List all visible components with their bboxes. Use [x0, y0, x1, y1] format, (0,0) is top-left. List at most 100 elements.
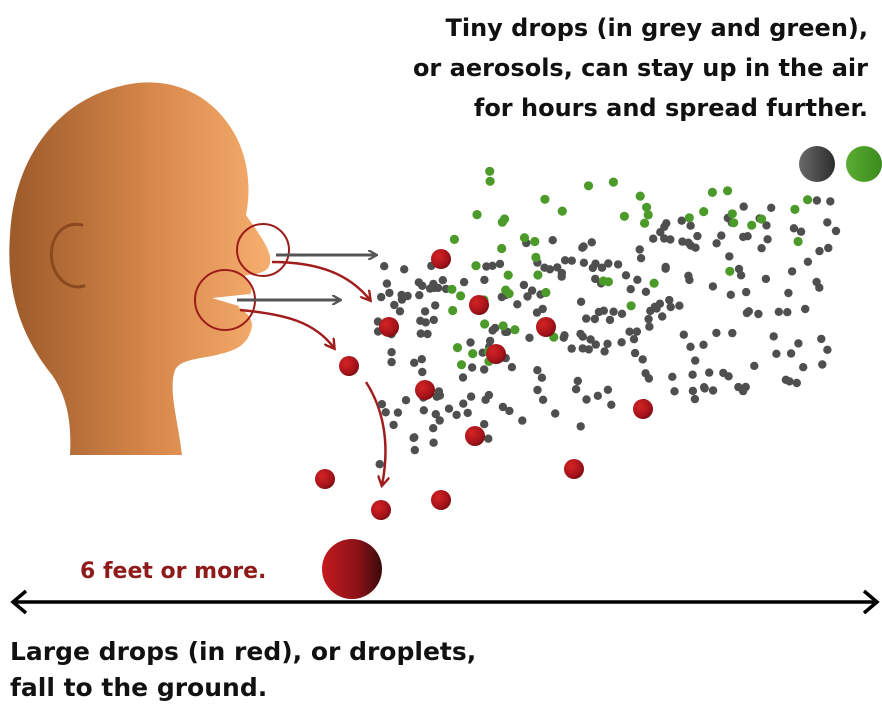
aerosol-dot-green	[790, 205, 799, 214]
aerosol-dot	[411, 446, 419, 454]
aerosol-dot	[418, 368, 426, 376]
aerosol-dot-green	[803, 195, 812, 204]
aerosol-dot	[484, 435, 492, 443]
aerosol-dot-green	[584, 181, 593, 190]
aerosol-dot	[763, 235, 771, 243]
aerosol-dot	[418, 355, 426, 363]
aerosol-dot	[817, 335, 825, 343]
large-droplet	[564, 459, 584, 479]
aerosol-dot	[435, 387, 443, 395]
large-droplet	[486, 344, 506, 364]
aerosol-dot	[572, 385, 580, 393]
aerosol-dot	[685, 276, 693, 284]
aerosol-caption-line-1: Tiny drops (in grey and green),	[308, 8, 868, 48]
aerosol-dot	[582, 314, 590, 322]
aerosol-dot-green	[472, 210, 481, 219]
aerosol-dot	[560, 331, 568, 339]
aerosol-dot	[742, 288, 750, 296]
aerosol-dot	[794, 339, 802, 347]
aerosol-dot	[823, 346, 831, 354]
aerosol-dot	[508, 363, 516, 371]
aerosol-dot	[378, 400, 386, 408]
aerosol-dot	[757, 244, 765, 252]
aerosol-dot	[459, 373, 467, 381]
aerosol-dot	[799, 363, 807, 371]
aerosol-dot	[717, 231, 725, 239]
aerosol-dot	[686, 222, 694, 230]
aerosol-dot	[549, 236, 557, 244]
aerosol-dot-green	[558, 207, 567, 216]
aerosol-dot-green	[456, 291, 465, 300]
droplet-arrow-1	[272, 262, 370, 300]
aerosol-dot-green	[599, 276, 608, 285]
aerosol-dot	[688, 371, 696, 379]
aerosol-dot	[420, 406, 428, 414]
aerosol-dot	[644, 315, 652, 323]
aerosol-dot	[639, 355, 647, 363]
aerosol-dot	[389, 421, 397, 429]
aerosol-dot-green	[636, 192, 645, 201]
aerosol-dot-green	[504, 271, 513, 280]
aerosol-dot	[691, 356, 699, 364]
aerosol-dot-green	[486, 177, 495, 186]
aerosol-dot	[409, 434, 417, 442]
aerosol-dot	[824, 244, 832, 252]
aerosol-dot	[804, 258, 812, 266]
aerosol-dot-green	[650, 279, 659, 288]
aerosol-dot	[625, 328, 633, 336]
aerosol-dot-green	[510, 325, 519, 334]
aerosol-dot	[429, 424, 437, 432]
aerosol-dot	[385, 289, 393, 297]
aerosol-caption-line-2: or aerosols, can stay up in the air	[308, 48, 868, 88]
aerosol-dot	[788, 267, 796, 275]
aerosol-dot	[429, 280, 437, 288]
aerosol-dot	[790, 224, 798, 232]
aerosol-dot	[649, 235, 657, 243]
aerosol-dot	[390, 301, 398, 309]
large-droplets	[315, 249, 653, 520]
aerosol-dot	[832, 227, 840, 235]
aerosol-dot	[496, 260, 504, 268]
aerosol-dot	[693, 232, 701, 240]
aerosol-dot	[637, 254, 645, 262]
aerosol-dot	[417, 329, 425, 337]
aerosol-dot-green	[530, 237, 539, 246]
aerosol-dot	[480, 276, 488, 284]
aerosol-dot	[520, 281, 528, 289]
aerosol-dot	[387, 348, 395, 356]
large-droplet	[379, 317, 399, 337]
aerosol-dot	[439, 276, 447, 284]
aerosol-dot-green	[485, 167, 494, 176]
large-droplet	[431, 490, 451, 510]
aerosol-dot	[539, 396, 547, 404]
aerosol-dot	[394, 408, 402, 416]
aerosol-dot	[468, 363, 476, 371]
aerosol-dot	[589, 264, 597, 272]
aerosol-dot	[528, 286, 536, 294]
aerosol-dot	[691, 395, 699, 403]
aerosol-dot	[418, 282, 426, 290]
aerosol-dot	[600, 307, 608, 315]
aerosol-dot	[383, 279, 391, 287]
aerosol-dot	[460, 278, 468, 286]
aerosol-dot-green	[533, 270, 542, 279]
aerosol-dot	[675, 302, 683, 310]
aerosol-dot	[568, 344, 576, 352]
aerosol-dot	[775, 308, 783, 316]
aerosol-dot	[742, 383, 750, 391]
aerosol-dot	[445, 405, 453, 413]
aerosol-dot-green	[468, 349, 477, 358]
large-droplet	[339, 356, 359, 376]
aerosol-dot-green	[640, 219, 649, 228]
aerosol-dot	[551, 409, 559, 417]
aerosol-dot	[459, 400, 467, 408]
aerosol-dot	[823, 218, 831, 226]
aerosol-dot	[725, 252, 733, 260]
aerosol-dot-green	[541, 288, 550, 297]
aerosol-dot	[539, 305, 547, 313]
aerosol-dot-green	[499, 321, 508, 330]
aerosol-dot	[533, 366, 541, 374]
aerosol-dot	[402, 396, 410, 404]
aerosol-dot	[709, 282, 717, 290]
aerosol-dot	[410, 359, 418, 367]
